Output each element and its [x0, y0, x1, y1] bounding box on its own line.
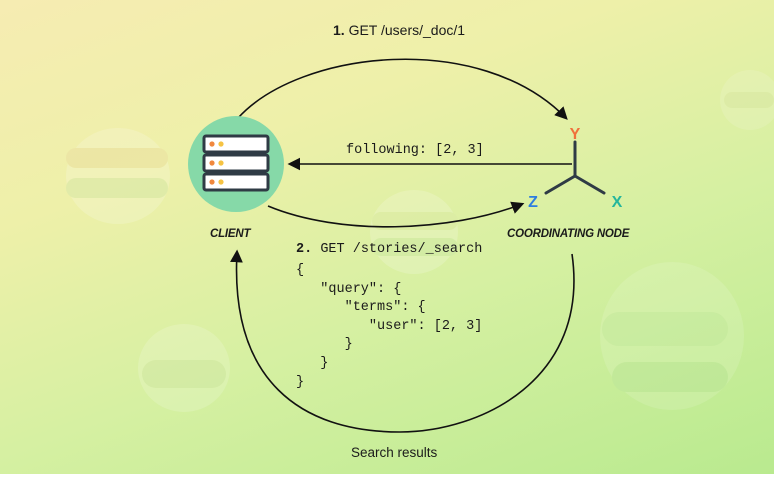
code-line: } — [296, 337, 353, 353]
step2-request: GET /stories/_search — [320, 242, 483, 257]
coordinating-node-label: COORDINATING NODE — [507, 228, 630, 240]
code-line: { — [296, 263, 305, 278]
step2-label: 2. GET /stories/_search — [296, 242, 482, 257]
axis-y-label: Y — [570, 126, 581, 143]
client-label: CLIENT — [210, 228, 251, 240]
step1-label: 1. GET /users/_doc/1 — [333, 22, 465, 38]
search-query-body: { "query": { "terms": { "user": [2, 3] }… — [296, 262, 482, 392]
code-line: "terms": { — [296, 300, 426, 316]
step1-request: GET /users/_doc/1 — [348, 22, 466, 38]
search-results-label: Search results — [351, 445, 438, 460]
code-line: "user": [2, 3] — [296, 318, 483, 334]
axis-x-label: X — [612, 194, 623, 211]
coordinating-node-icon: Y Z X — [528, 126, 623, 211]
arrow-search-results — [230, 249, 575, 433]
code-line: } — [296, 374, 305, 390]
step2-number: 2. — [296, 242, 313, 257]
axis-z-label: Z — [528, 194, 538, 211]
arrow-get-user — [237, 58, 568, 120]
arrow-search-request — [267, 201, 525, 228]
following-label: following: [2, 3] — [346, 143, 484, 158]
client-server-icon — [188, 116, 284, 212]
step1-number: 1. — [333, 22, 345, 38]
code-line: "query": { — [296, 281, 402, 297]
code-line: } — [296, 355, 329, 371]
